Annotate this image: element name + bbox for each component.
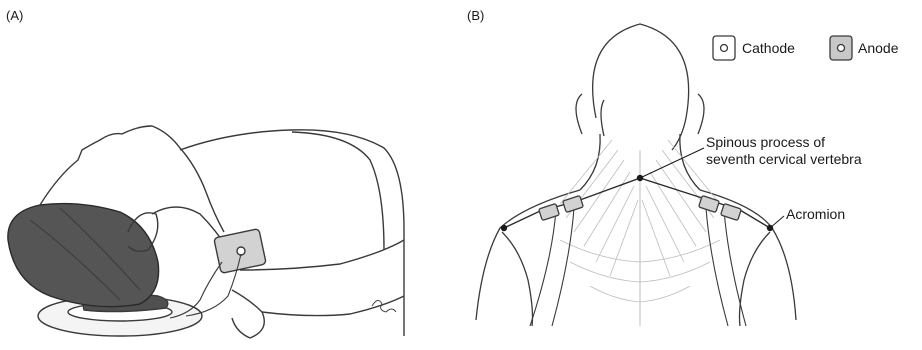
shoulders-outline	[476, 190, 580, 320]
acromion-leader	[770, 216, 784, 228]
legend-anode-label: Anode	[858, 40, 898, 56]
panel-a-illustration	[8, 126, 404, 338]
annotation-spinous-line-2: seventh cervical vertebra	[706, 151, 862, 168]
right-electrode-1	[699, 196, 720, 213]
left-electrode-2	[563, 196, 584, 213]
left-electrode-1	[539, 204, 560, 221]
left-acromion-point	[501, 225, 507, 231]
annotation-spinous-line-1: Spinous process of	[706, 134, 862, 151]
annotation-spinous-process: Spinous process of seventh cervical vert…	[706, 134, 862, 168]
panel-b-illustration	[476, 24, 796, 326]
c7-leader	[640, 148, 704, 178]
legend-cathode-label: Cathode	[742, 40, 795, 56]
annotation-acromion: Acromion	[786, 206, 845, 223]
right-electrode-2	[721, 204, 742, 221]
right-ear	[698, 94, 704, 134]
left-ear	[576, 94, 582, 134]
head-outline	[593, 24, 689, 150]
